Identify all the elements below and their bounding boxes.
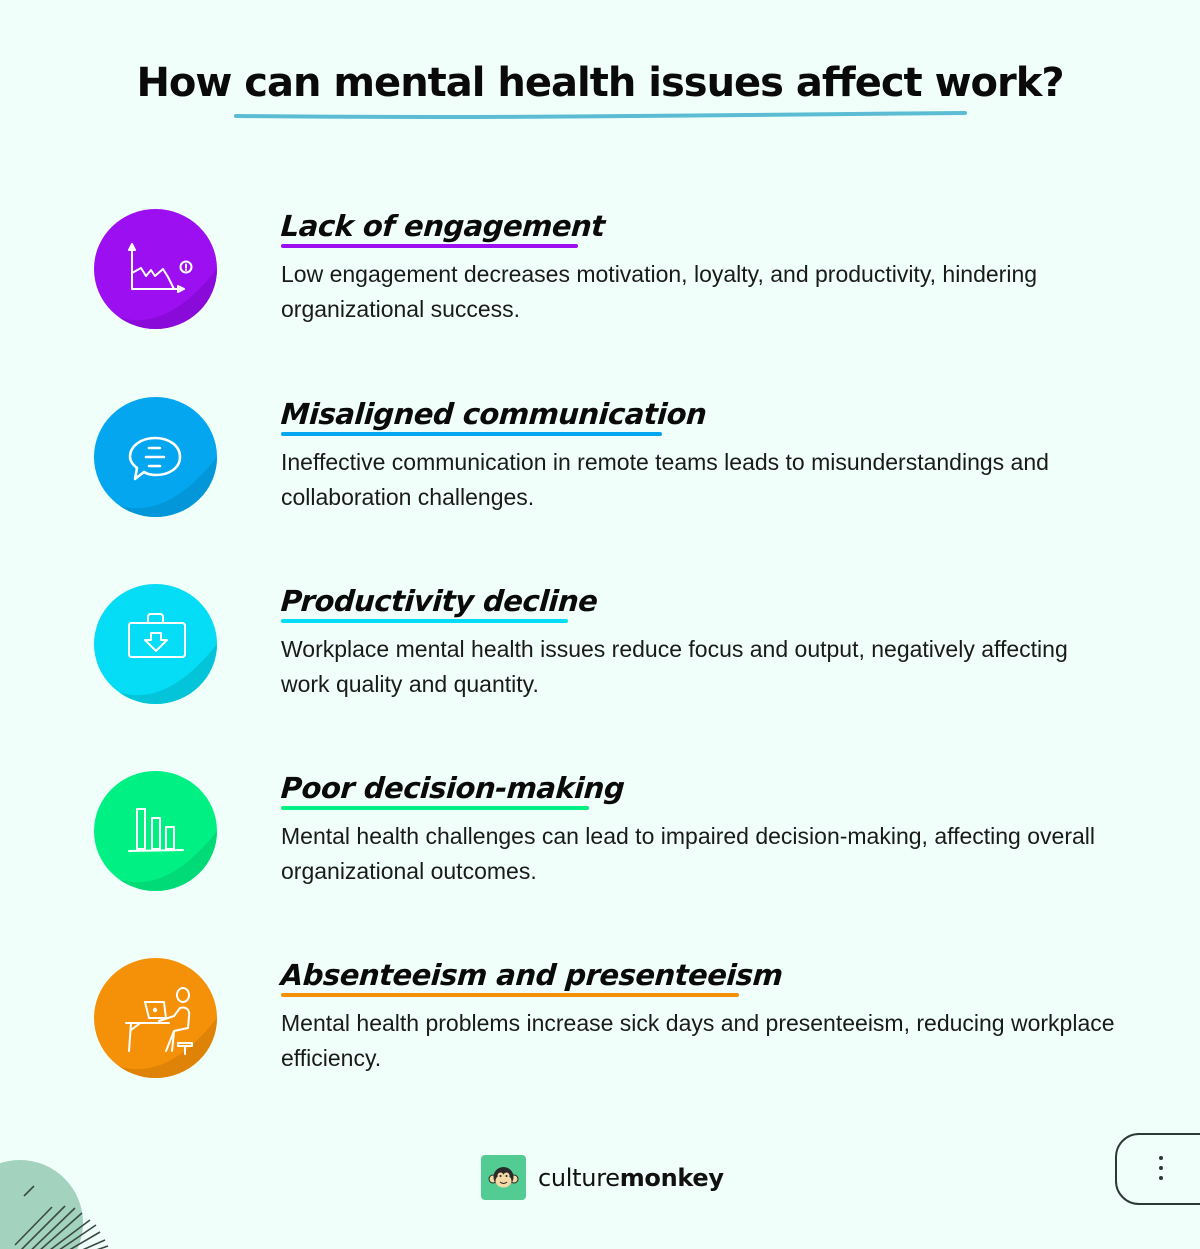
item-underline xyxy=(281,806,589,810)
list-item-lack-of-engagement: Lack of engagement Low engagement decrea… xyxy=(0,209,1200,339)
item-underline xyxy=(281,993,739,997)
icon-circle xyxy=(94,209,217,329)
item-description: Ineffective communication in remote team… xyxy=(281,449,1049,510)
brand-name: culturemonkey xyxy=(538,1164,724,1192)
item-underline xyxy=(281,244,578,248)
item-underline xyxy=(281,619,568,623)
briefcase-down-arrow-icon xyxy=(128,613,186,658)
item-title: Poor decision-making xyxy=(279,771,626,805)
chat-bubble-icon xyxy=(128,436,182,481)
brand-name-bold: monkey xyxy=(619,1163,724,1192)
page-title: How can mental health issues affect work… xyxy=(136,60,1064,106)
item-title: Productivity decline xyxy=(279,584,599,618)
brand-logo-lockup[interactable]: culturemonkey xyxy=(481,1155,724,1200)
item-description: Low engagement decreases motivation, loy… xyxy=(281,261,1038,322)
item-underline xyxy=(281,432,662,436)
declining-bar-chart-icon xyxy=(128,808,184,852)
icon-circle xyxy=(94,771,217,891)
list-item-poor-decision-making: Poor decision-making Mental health chall… xyxy=(0,771,1200,901)
icon-circle xyxy=(94,958,217,1078)
brand-name-light: culture xyxy=(538,1163,620,1192)
monkey-face-icon xyxy=(481,1155,526,1200)
list-item-misaligned-communication: Misaligned communication Ineffective com… xyxy=(0,397,1200,527)
item-title: Absenteeism and presenteeism xyxy=(279,958,784,992)
item-description: Workplace mental health issues reduce fo… xyxy=(281,636,1068,697)
more-options-button[interactable] xyxy=(1115,1133,1200,1205)
icon-circle xyxy=(94,397,217,517)
item-description: Mental health problems increase sick day… xyxy=(281,1010,1115,1071)
declining-chart-alert-icon xyxy=(128,243,193,293)
icon-circle xyxy=(94,584,217,704)
title-underline xyxy=(234,111,967,119)
list-item-absenteeism-presenteeism: Absenteeism and presenteeism Mental heal… xyxy=(0,958,1200,1088)
list-item-productivity-decline: Productivity decline Workplace mental he… xyxy=(0,584,1200,714)
person-at-desk-laptop-icon xyxy=(125,987,193,1055)
item-title: Lack of engagement xyxy=(279,209,606,243)
item-description: Mental health challenges can lead to imp… xyxy=(281,823,1095,884)
item-title: Misaligned communication xyxy=(279,397,708,431)
decorative-circle-hatch xyxy=(0,1160,109,1249)
vertical-ellipsis-icon xyxy=(1158,1156,1164,1186)
